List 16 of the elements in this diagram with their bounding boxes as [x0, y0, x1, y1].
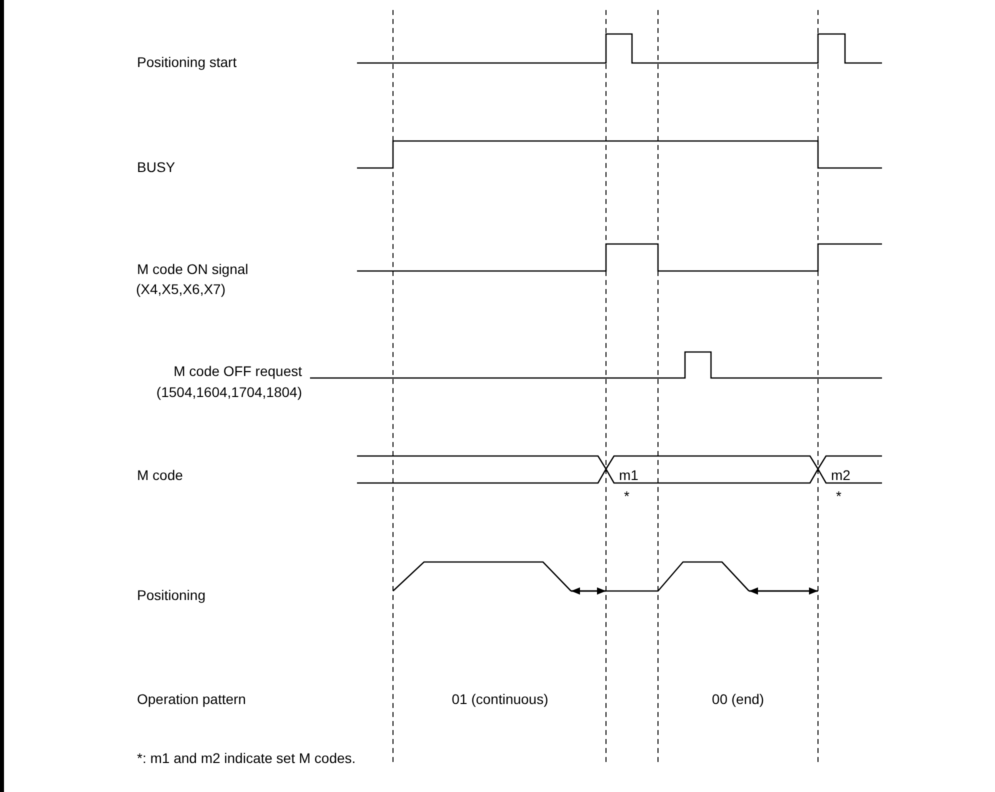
footnote-mark: * [624, 488, 630, 505]
footnote: *: m1 and m2 indicate set M codes. [137, 750, 356, 767]
signal-name: BUSY [137, 159, 176, 176]
row-name: Operation pattern [137, 691, 246, 708]
signal-name: M code OFF request [174, 363, 302, 380]
pin-names: (1504,1604,1704,1804) [156, 384, 302, 401]
pin-names: (X4,X5,X6,X7) [136, 281, 226, 298]
signal-name: Positioning start [137, 54, 237, 71]
signal-name: M code ON signal [137, 261, 248, 278]
signal-name: M code [137, 467, 183, 484]
pattern-value: 01 (continuous) [452, 691, 548, 708]
code-value: m1 [619, 467, 638, 484]
code-value: m2 [831, 467, 850, 484]
pattern-value: 00 (end) [712, 691, 764, 708]
footnote-mark: * [836, 488, 842, 505]
signal-name: Positioning [137, 587, 206, 604]
